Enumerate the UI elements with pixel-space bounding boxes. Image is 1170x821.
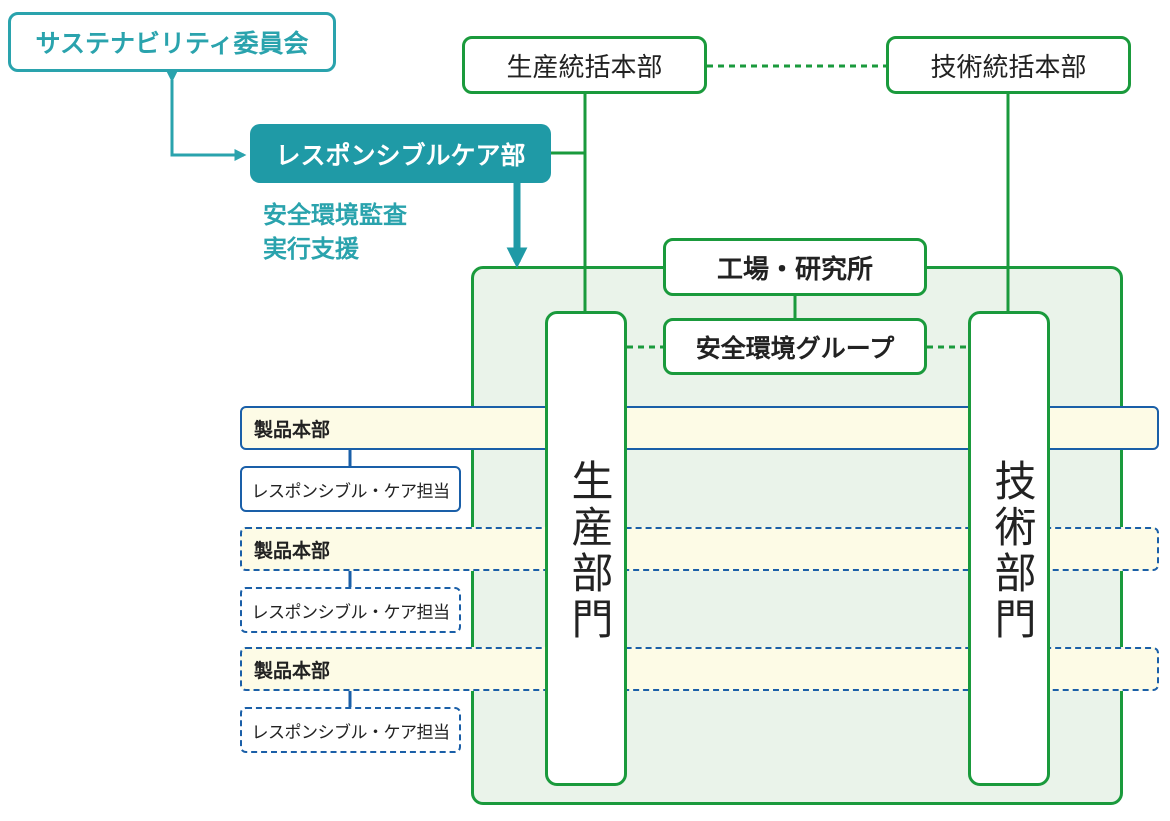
production-division-pillar: 生産部門 bbox=[545, 311, 627, 786]
product-hq-label-3: 製品本部 bbox=[254, 659, 331, 682]
rc-officer-box-3: レスポンシブル・ケア担当 bbox=[240, 707, 461, 753]
rc-officer-box-2: レスポンシブル・ケア担当 bbox=[240, 587, 461, 633]
plants-labs-box: 工場・研究所 bbox=[663, 238, 927, 296]
responsible-care-dept-box: レスポンシブルケア部 bbox=[250, 124, 551, 183]
rc-officer-box-1: レスポンシブル・ケア担当 bbox=[240, 466, 461, 512]
committee-rc-link bbox=[166, 70, 247, 161]
product-hq-label-1: 製品本部 bbox=[254, 418, 331, 441]
safety-env-group-box: 安全環境グループ bbox=[663, 318, 927, 375]
technology-division-pillar: 技術部門 bbox=[968, 311, 1050, 786]
production-hq-box: 生産統括本部 bbox=[462, 36, 707, 94]
audit-line-2: 実行支援 bbox=[263, 235, 359, 263]
production-division-label: 生産部門 bbox=[565, 459, 614, 643]
technology-division-label: 技術部門 bbox=[988, 459, 1037, 643]
sustainability-committee-box: サステナビリティ委員会 bbox=[8, 12, 336, 72]
audit-line-1: 安全環境監査 bbox=[263, 201, 407, 229]
audit-support-label: 安全環境監査 実行支援 bbox=[263, 198, 407, 266]
product-hq-label-2: 製品本部 bbox=[254, 539, 331, 562]
technology-hq-box: 技術統括本部 bbox=[886, 36, 1131, 94]
